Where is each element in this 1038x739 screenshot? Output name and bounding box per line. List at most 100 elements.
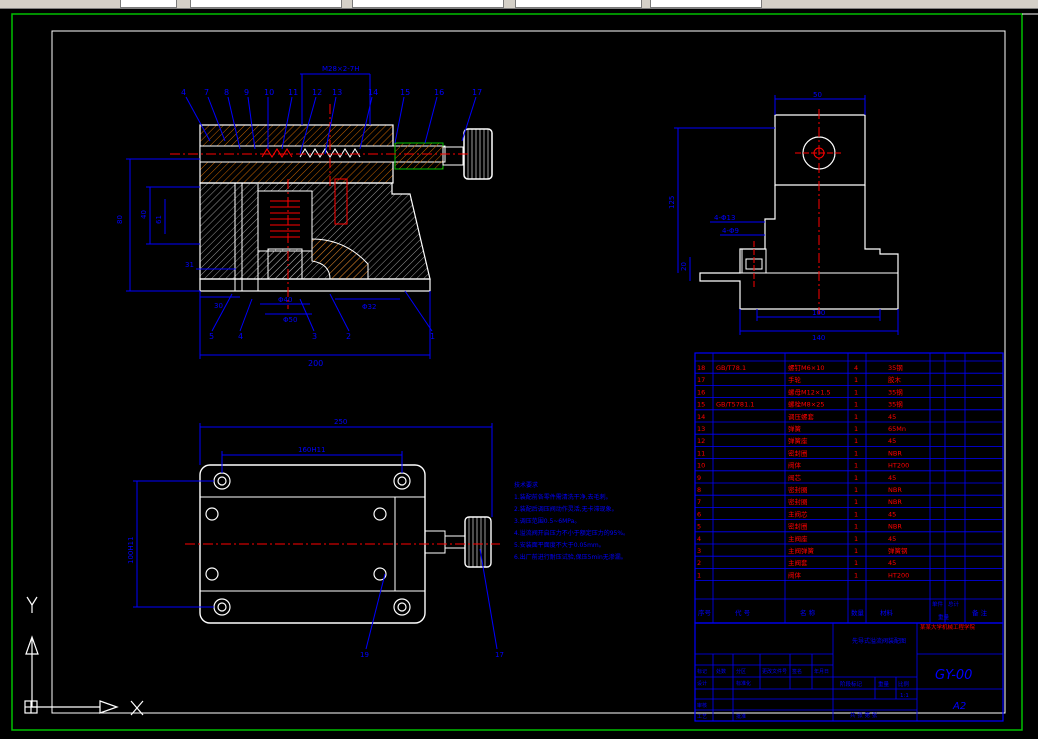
bom-cell: 7 <box>697 498 701 506</box>
bom-cell: 螺钉M6×10 <box>788 363 824 372</box>
callout-label: 3 <box>312 332 317 341</box>
bom-cell: 弹簧钢 <box>888 546 908 555</box>
dim-overall: 200 <box>308 359 323 368</box>
bom-cell: NBR <box>888 449 902 457</box>
svg-text:标记: 标记 <box>697 668 707 675</box>
dim-height: 100H11 <box>127 536 135 564</box>
drawing-border <box>51 30 1006 714</box>
bom-cell: 1 <box>854 571 858 579</box>
bom-header-qty: 数量 <box>851 608 865 617</box>
bom-cell: GB/T5781.1 <box>716 401 754 409</box>
svg-text:处数: 处数 <box>716 668 726 675</box>
bom-cell: 密封圈 <box>788 485 808 494</box>
bom-cell: NBR <box>888 498 902 506</box>
dim-hole-a: 4-Φ13 <box>714 214 735 222</box>
callout-label: 11 <box>288 88 298 97</box>
svg-text:比例: 比例 <box>898 680 910 688</box>
bom-cell: 16 <box>697 388 705 396</box>
toolbar-tab[interactable] <box>120 0 177 8</box>
bom-cell: NBR <box>888 523 902 531</box>
svg-text:阶段标记: 阶段标记 <box>840 680 863 688</box>
cad-drawing[interactable]: 4 7 8 9 10 11 12 13 14 15 16 17 M28×2-7H… <box>0 9 1038 735</box>
dim-height: 125 <box>668 196 676 209</box>
sheet-size: A2 <box>952 701 966 712</box>
bom-cell: 1 <box>854 474 858 482</box>
toolbar-tab[interactable] <box>515 0 642 8</box>
bom-cell: 弹簧座 <box>788 436 808 445</box>
bom-cell: 螺母M12×1.5 <box>788 387 831 396</box>
bom-cell: HT200 <box>888 462 909 470</box>
bom-header-mat: 材料 <box>880 608 894 617</box>
callout-label: 2 <box>346 332 351 341</box>
bom-header-note: 备 注 <box>972 608 988 617</box>
bom-cell: 1 <box>854 388 858 396</box>
bom-cell: 11 <box>697 449 705 457</box>
bom-header-total: 总计 <box>948 600 960 608</box>
bom-cell: 螺栓M8×25 <box>788 400 824 409</box>
svg-text:批准: 批准 <box>736 713 746 720</box>
bom-header-name: 名 称 <box>800 608 816 617</box>
callout-label: 4 <box>181 88 186 97</box>
dim-overall: 140 <box>812 334 825 342</box>
assembly-title: 先导式溢流阀装配图 <box>852 637 906 645</box>
bom-cell: 弹簧 <box>788 424 802 433</box>
svg-text:技术要求: 技术要求 <box>514 481 538 489</box>
callout-label: 1 <box>430 332 435 341</box>
callout-label: 13 <box>332 88 342 97</box>
drawing-canvas[interactable]: 4 7 8 9 10 11 12 13 14 15 16 17 M28×2-7H… <box>0 9 1038 735</box>
svg-text:1.装配前各零件需清洗干净,去毛刺。: 1.装配前各零件需清洗干净,去毛刺。 <box>514 493 612 501</box>
bom-cell: 35钢 <box>888 401 903 409</box>
dim-height: 80 <box>116 215 124 224</box>
title-block: 先导式溢流阀装配图 某某大学机械工程学院 标记 处数 分区 更改文件号 签名 年… <box>694 622 1004 722</box>
bom-header-no: 序号 <box>698 608 712 617</box>
callout-label: 4 <box>238 332 243 341</box>
svg-text:重量: 重量 <box>878 680 890 688</box>
svg-text:5.安装面平面度不大于0.05mm。: 5.安装面平面度不大于0.05mm。 <box>514 541 605 549</box>
dim-bottom-c: Φ50 <box>283 316 297 324</box>
svg-text:4.溢流阀开启压力不小于额定压力的95%。: 4.溢流阀开启压力不小于额定压力的95%。 <box>514 529 629 537</box>
bom-cell: 1 <box>854 401 858 409</box>
toolbar-tab[interactable] <box>352 0 504 8</box>
bom-header-code: 代 号 <box>735 608 751 617</box>
bom-header-weight: 重量 <box>938 613 950 621</box>
bom-cell: 3 <box>697 547 701 555</box>
bom-cell: 密封圈 <box>788 497 808 506</box>
bom-cell: 35钢 <box>888 388 903 396</box>
svg-text:2.装配后调压阀动作灵活,无卡滞现象。: 2.装配后调压阀动作灵活,无卡滞现象。 <box>514 505 618 513</box>
toolbar-strip <box>0 0 1038 9</box>
callout-label: 16 <box>434 88 444 97</box>
bom-cell: 1 <box>697 571 701 579</box>
bom-cell: 15 <box>697 401 705 409</box>
bom-cell: 1 <box>854 376 858 384</box>
bom-cell: 10 <box>697 462 705 470</box>
bom-cell: 65Mn <box>888 425 906 433</box>
bom-cell: 45 <box>888 535 896 543</box>
toolbar-tab[interactable] <box>190 0 342 8</box>
bom-cell: 14 <box>697 413 705 421</box>
callout-label: 17 <box>495 651 504 659</box>
svg-text:工艺: 工艺 <box>697 714 707 720</box>
bom-cell: 35钢 <box>888 364 903 372</box>
bom-cell: HT200 <box>888 571 909 579</box>
bom-cell: 1 <box>854 462 858 470</box>
bom-cell: 45 <box>888 437 896 445</box>
drawing-code: GY-00 <box>935 668 972 683</box>
bom-cell: 4 <box>697 535 701 543</box>
svg-text:设计: 设计 <box>697 680 707 687</box>
callout-label: 15 <box>400 88 410 97</box>
dim-left-small: 20 <box>680 262 688 271</box>
bom-cell: 主阀弹簧 <box>788 546 815 555</box>
dim-left-b: 61 <box>155 215 163 224</box>
bom-cell: 8 <box>697 486 701 494</box>
svg-text:3.调压范围0.5~6MPa。: 3.调压范围0.5~6MPa。 <box>514 517 580 525</box>
bom-cell: NBR <box>888 486 902 494</box>
bom-cell: 1 <box>854 498 858 506</box>
callout-label: 10 <box>264 88 274 97</box>
bom-cell: 1 <box>854 437 858 445</box>
front-view: 4 7 8 9 10 11 12 13 14 15 16 17 M28×2-7H… <box>116 65 493 368</box>
svg-text:6.出厂前进行耐压试验,保压5min无渗漏。: 6.出厂前进行耐压试验,保压5min无渗漏。 <box>514 553 627 561</box>
bom-cell: 2 <box>697 559 701 567</box>
callout-label: 7 <box>204 88 209 97</box>
toolbar-tab[interactable] <box>650 0 762 8</box>
